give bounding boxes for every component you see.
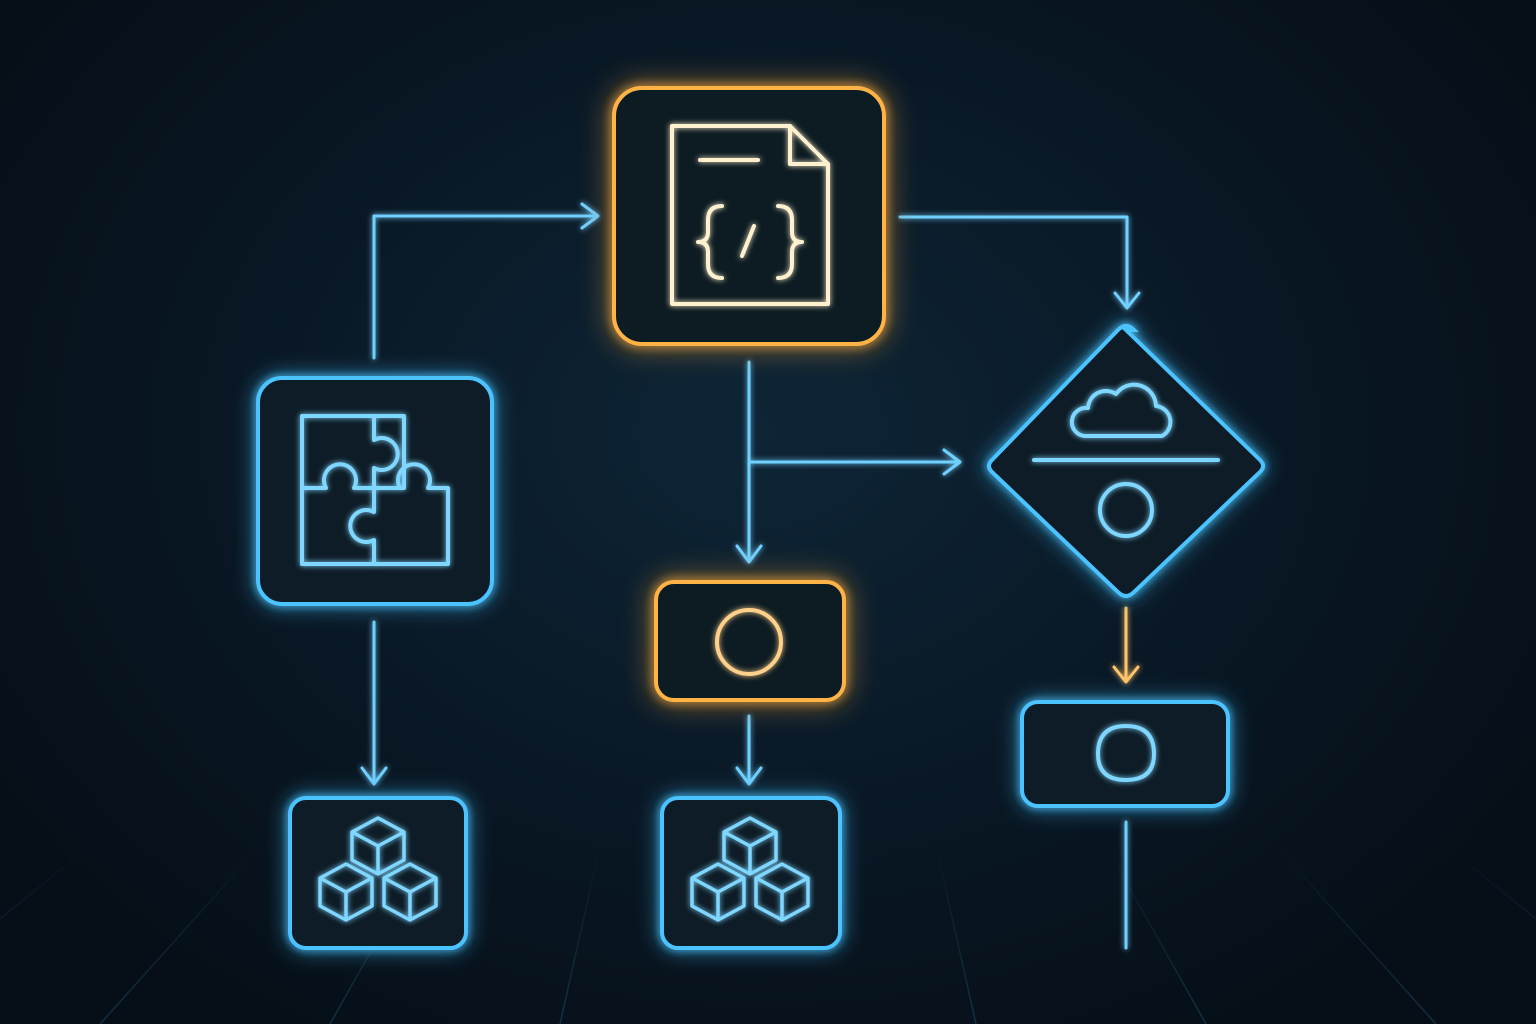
package-center-node[interactable] (660, 796, 842, 950)
edge-decision-to-output (1112, 606, 1140, 684)
process-step-node[interactable] (654, 580, 846, 702)
plugin-module-node[interactable] (256, 376, 494, 606)
code-document-node[interactable] (612, 86, 886, 346)
output-step-node[interactable] (1020, 700, 1230, 808)
cubes-icon (690, 816, 810, 922)
edge-process-to-package-center (735, 714, 763, 786)
edge-plugin-to-code (372, 202, 600, 360)
code-file-icon (670, 124, 830, 306)
package-left-node[interactable] (288, 796, 468, 950)
circle-icon (1098, 482, 1154, 538)
puzzle-icon (300, 414, 450, 566)
edge-code-to-decision (898, 215, 1141, 310)
edge-branch-to-decision (747, 448, 962, 476)
circle-icon (1095, 723, 1157, 783)
cubes-icon (318, 816, 438, 922)
cloud-icon (1069, 382, 1173, 438)
circle-icon (715, 608, 783, 676)
edge-plugin-to-package-left (360, 620, 388, 786)
cloud-decision-node[interactable] (987, 324, 1265, 598)
